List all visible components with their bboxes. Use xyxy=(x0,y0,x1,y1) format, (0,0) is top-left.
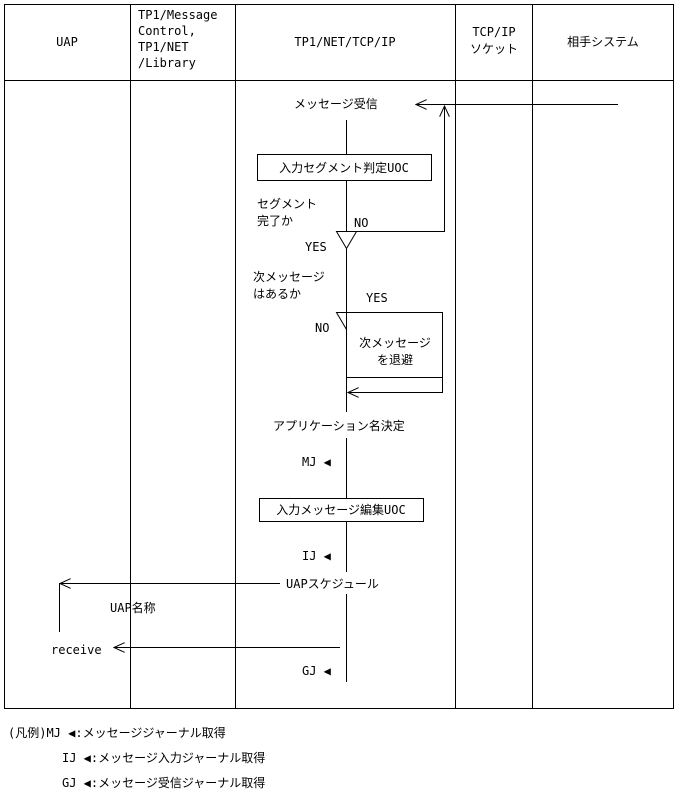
no-label-2: NO xyxy=(315,321,329,335)
uap-schedule-label: UAPスケジュール xyxy=(286,577,379,591)
save-return-arrow xyxy=(348,377,443,393)
header-library-line2: Control, xyxy=(138,24,196,38)
message-edit-uoc-label: 入力メッセージ編集UOC xyxy=(276,502,405,517)
app-name-decision-label: アプリケーション名決定 xyxy=(273,418,405,433)
legend-mj-key: MJ ◀ xyxy=(46,726,76,740)
header-remote-system: 相手システム xyxy=(567,35,639,49)
legend-ij-key: IJ ◀ xyxy=(62,751,91,765)
save-next-message-line1: 次メッセージ xyxy=(359,336,431,350)
decision-triangle-1 xyxy=(335,231,358,250)
legend-row-ij: IJ ◀:メッセージ入力ジャーナル取得 xyxy=(62,751,265,765)
next-message-question-line1: 次メッセージ xyxy=(253,270,325,284)
header-library-line1: TP1/Message xyxy=(138,8,217,22)
no-label-1: NO xyxy=(354,216,368,230)
segment-uoc-label: 入力セグメント判定UOC xyxy=(279,160,409,175)
header-socket-line2: ソケット xyxy=(470,42,518,56)
legend-gj-key: GJ ◀ xyxy=(62,776,91,790)
legend-row-gj: GJ ◀:メッセージ受信ジャーナル取得 xyxy=(62,776,265,790)
segment-complete-question-line1: セグメント xyxy=(257,197,317,211)
header-tcp-net: TP1/NET/TCP/IP xyxy=(294,35,395,49)
legend-prefix: (凡例) xyxy=(8,726,47,740)
diagram-frame xyxy=(4,4,674,709)
yes-label-2: YES xyxy=(366,291,388,305)
uap-name-label: UAP名称 xyxy=(110,600,156,615)
uap-schedule-arrow xyxy=(59,583,280,632)
segment-complete-question-line2: 完了か xyxy=(257,213,293,228)
segment-uoc-box xyxy=(257,154,432,181)
gj-marker: GJ ◀ xyxy=(302,664,332,678)
save-next-message-line2: を退避 xyxy=(377,353,413,367)
sequence-diagram: UAP TP1/Message Control, TP1/NET /Librar… xyxy=(4,4,674,709)
header-socket-line1: TCP/IP xyxy=(472,25,515,39)
legend-row-mj: (凡例)MJ ◀:メッセージジャーナル取得 xyxy=(8,726,226,740)
ij-marker: IJ ◀ xyxy=(302,549,332,563)
receive-message-label: メッセージ受信 xyxy=(294,97,378,111)
next-message-question-line2: はあるか xyxy=(253,287,301,301)
header-library-line4: /Library xyxy=(138,56,196,70)
legend-gj-desc: :メッセージ受信ジャーナル取得 xyxy=(90,776,266,790)
header-library-line3: TP1/NET xyxy=(138,40,189,54)
message-edit-uoc-box xyxy=(259,498,424,522)
legend-ij-desc: :メッセージ入力ジャーナル取得 xyxy=(90,751,266,765)
header-uap: UAP xyxy=(56,35,78,49)
receive-label: receive xyxy=(51,643,102,657)
mj-marker: MJ ◀ xyxy=(302,455,332,469)
save-next-message-box xyxy=(346,312,443,378)
legend-mj-desc: :メッセージジャーナル取得 xyxy=(75,726,226,740)
yes-label-1: YES xyxy=(305,240,327,254)
loop-back-arrow xyxy=(346,106,445,232)
